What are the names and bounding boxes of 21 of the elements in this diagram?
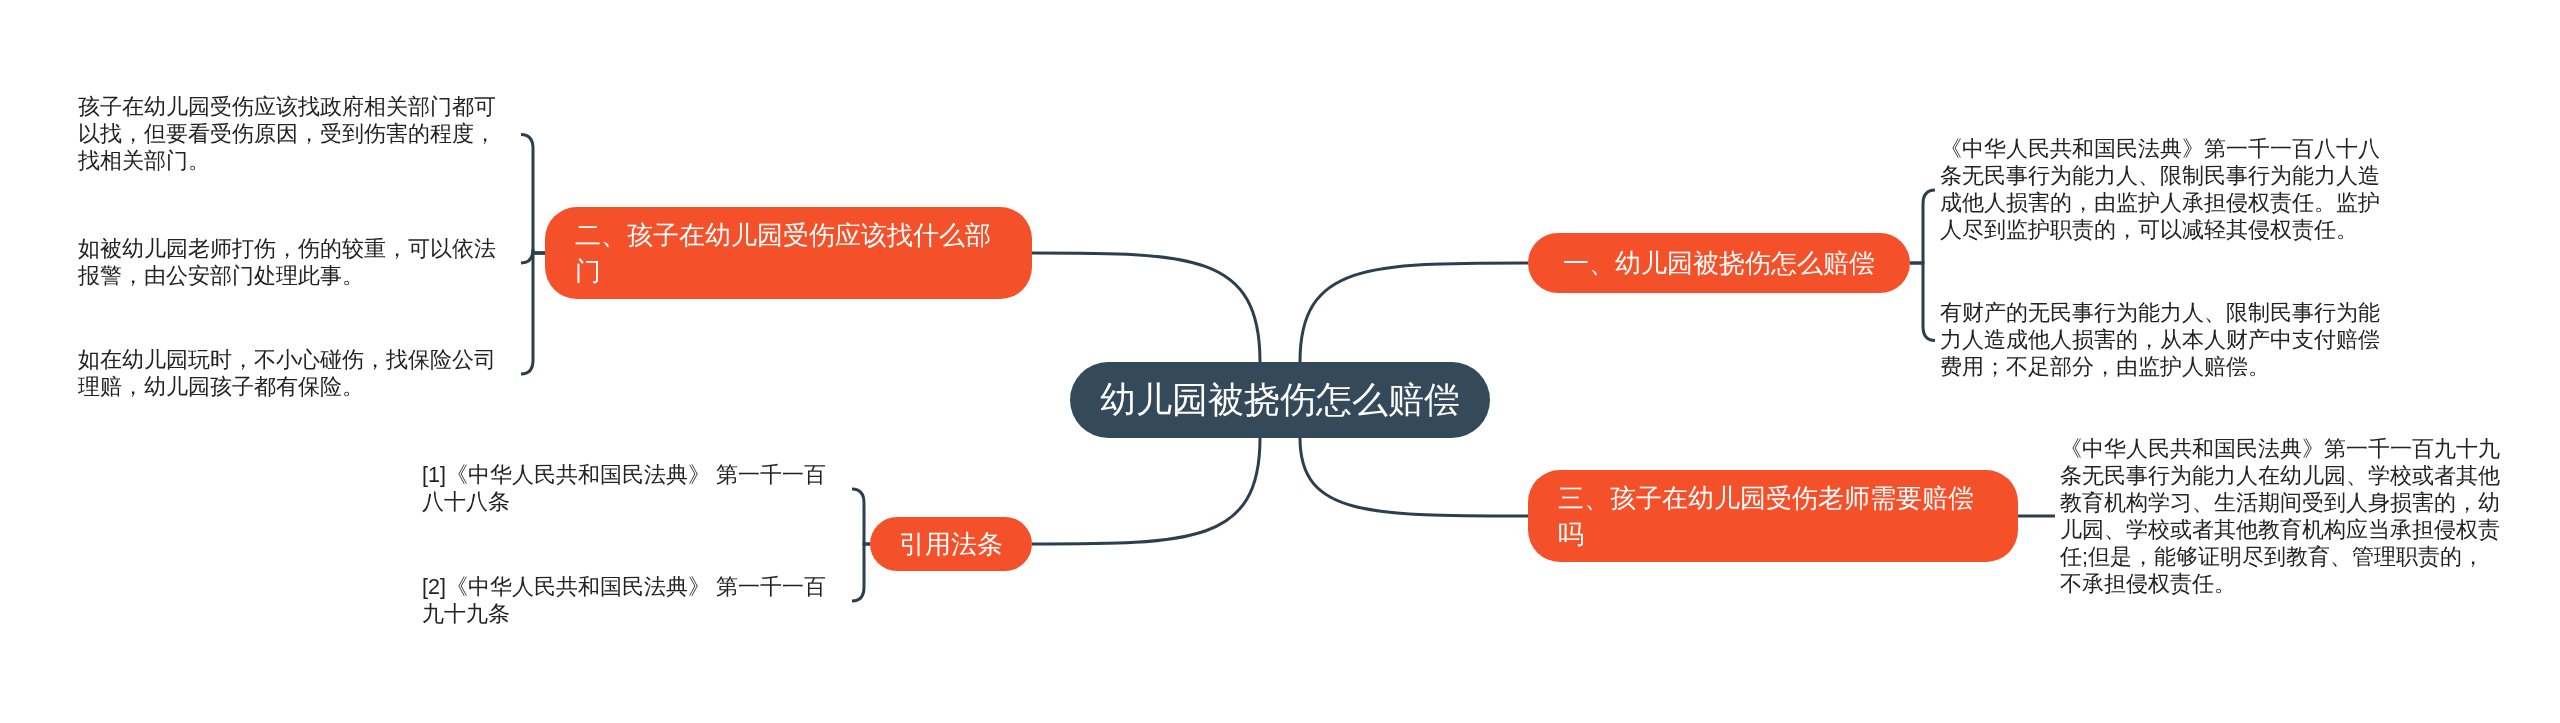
connector-line [520, 251, 545, 376]
connector-line [1032, 251, 1262, 363]
note-text: [1]《中华人民共和国民法典》 第一千一百八十八条 [422, 462, 847, 516]
connector-line [1298, 261, 1528, 363]
connector-line [2018, 514, 2055, 518]
note-text: 《中华人民共和国民法典》第一千一百九十九条无民事行为能力人在幼儿园、学校或者其他教育机构学习、生活期间受到人身损害的，幼儿园、学校或者其他教育机构应当承担侵权责任;但是，能够证明尽到教育、管理职责的，不承担侵权责任。 [2060, 436, 2500, 598]
note-text: 孩子在幼儿园受伤应该找政府相关部门都可以找，但要看受伤原因，受到伤害的程度，找相关部门。 [78, 94, 516, 175]
topic-box: 二、孩子在幼儿园受伤应该找什么部门 [545, 207, 1032, 299]
note-text: 如在幼儿园玩时，不小心碰伤，找保险公司理赔，幼儿园孩子都有保险。 [78, 347, 516, 401]
connector-line [1032, 437, 1262, 546]
connector-line [851, 542, 870, 603]
central-topic-box: 幼儿园被挠伤怎么赔偿 [1070, 362, 1490, 438]
connector-line [1910, 261, 1936, 342]
topic-box: 三、孩子在幼儿园受伤老师需要赔偿吗 [1528, 470, 2018, 562]
note-text: [2]《中华人民共和国民法典》 第一千一百九十九条 [422, 574, 847, 628]
note-text: 有财产的无民事行为能力人、限制民事行为能力人造成他人损害的，从本人财产中支付赔偿费用；不足部分，由监护人赔偿。 [1940, 300, 2385, 381]
topic-box: 一、幼儿园被挠伤怎么赔偿 [1528, 233, 1910, 293]
topic-box: 引用法条 [870, 517, 1032, 571]
note-text: 如被幼儿园老师打伤，伤的较重，可以依法报警，由公安部门处理此事。 [78, 236, 516, 290]
connector-line [1298, 437, 1528, 518]
note-text: 《中华人民共和国民法典》第一千一百八十八条无民事行为能力人、限制民事行为能力人造成他人损害的，由监护人承担侵权责任。监护人尽到监护职责的，可以减轻其侵权责任。 [1940, 136, 2385, 244]
